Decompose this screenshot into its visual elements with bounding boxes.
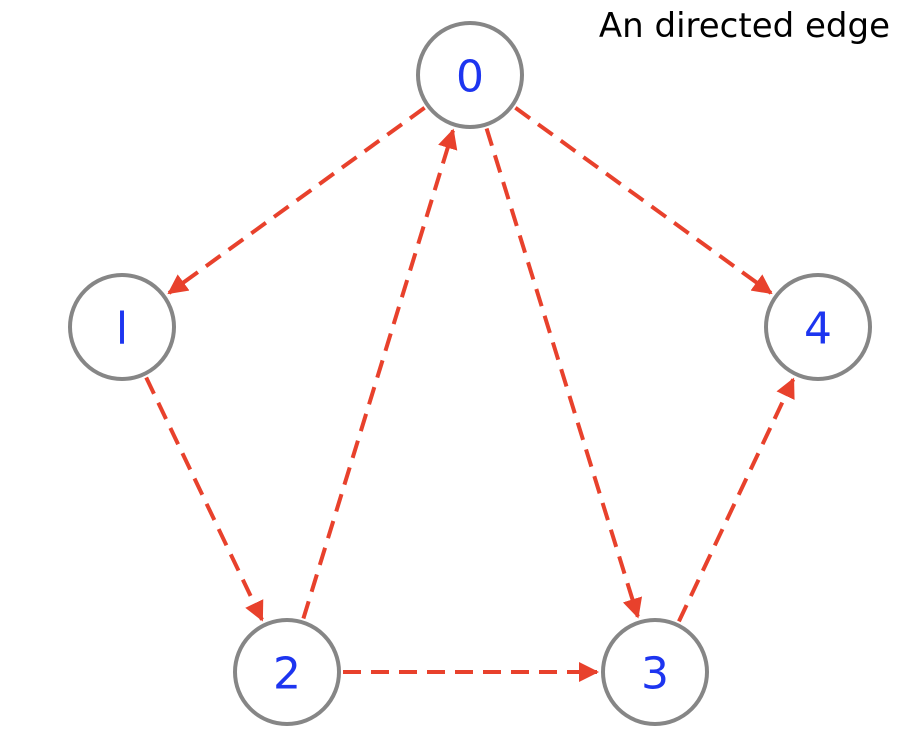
edge-1-to-2 [144,376,264,622]
node-circle [601,618,709,726]
node-circle [68,273,176,381]
node-1: l [68,273,176,381]
node-2: 2 [233,618,341,726]
node-label: 0 [456,52,484,103]
nodes-layer: 0 l 2 3 4 [68,21,872,726]
edge-0-to-4 [514,106,773,295]
node-circle [764,273,872,381]
node-4: 4 [764,273,872,381]
edge-0-to-1 [167,106,426,295]
edges-layer [144,106,796,682]
edge-0-to-3 [484,127,643,619]
node-label: 3 [641,649,669,700]
node-3: 3 [601,618,709,726]
node-label: 2 [273,649,301,700]
node-label: l [116,304,128,355]
edge-2-to-0 [301,128,458,620]
node-0: 0 [416,21,524,129]
node-label: 4 [804,304,832,355]
node-circle [416,21,524,129]
edge-3-to-4 [677,377,796,623]
caption: An directed edge [598,6,890,46]
node-circle [233,618,341,726]
